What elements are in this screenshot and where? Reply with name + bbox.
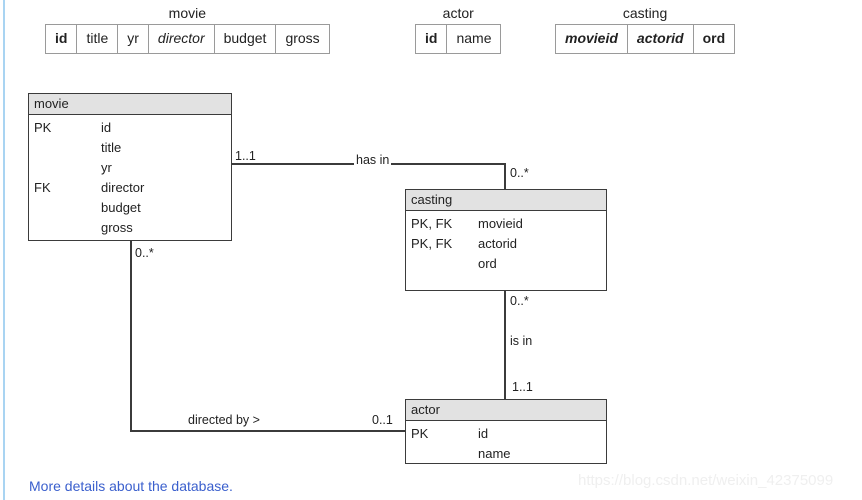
connector-is-in-vertical — [504, 291, 506, 400]
entity-attribute-row: name — [406, 444, 606, 464]
attribute-name: actorid — [478, 236, 518, 251]
connector-directed-by-vertical — [130, 240, 132, 431]
connector-directed-by-horizontal — [130, 430, 406, 432]
entity-attribute-row: PK id — [29, 118, 231, 138]
attribute-name: id — [101, 120, 112, 135]
entity-actor: actor PK id name — [405, 399, 607, 464]
entity-attribute-row: yr — [29, 158, 231, 178]
cardinality-actor-is-in: 1..1 — [510, 380, 535, 394]
attribute-name: director — [101, 180, 145, 195]
column-table-actor-caption: actor — [442, 5, 474, 21]
column-cell-casting-ord: ord — [702, 30, 726, 46]
attribute-key — [29, 198, 101, 218]
attribute-key: PK — [411, 426, 429, 441]
column-cell-movie-budget: budget — [215, 25, 277, 53]
column-table-movie: movie id title yr director budget gross — [45, 6, 330, 54]
entity-attribute-row: PK, FK actorid — [406, 234, 606, 254]
column-table-movie-caption: movie — [168, 5, 207, 21]
entity-movie-attributes: PK id title yr FK director budget gros — [29, 115, 231, 242]
entity-attribute-row: gross — [29, 218, 231, 238]
column-table-casting-row: movieid actorid ord — [555, 24, 736, 54]
column-cell-movie-director: director — [149, 25, 215, 53]
attribute-key — [29, 138, 101, 158]
column-table-actor-row: id name — [415, 24, 502, 54]
cardinality-actor-directed-by: 0..1 — [370, 413, 395, 427]
attribute-key: PK, FK — [411, 216, 453, 231]
watermark: https://blog.csdn.net/weixin_42375099 — [578, 472, 834, 489]
entity-attribute-row: FK director — [29, 178, 231, 198]
connector-has-in-vertical — [504, 163, 506, 190]
attribute-key — [406, 444, 478, 464]
column-table-casting: casting movieid actorid ord — [555, 5, 736, 54]
column-cell-movie-id: id — [46, 25, 78, 53]
column-table-casting-caption: casting — [622, 5, 668, 21]
column-cell-casting-actorid: actorid — [628, 25, 694, 53]
entity-casting: casting PK, FK movieid PK, FK actorid or… — [405, 189, 607, 291]
cardinality-movie-has-in: 1..1 — [233, 149, 258, 163]
attribute-name: yr — [101, 160, 112, 175]
column-cell-movie-gross: gross — [285, 30, 320, 46]
cardinality-casting-has-in: 0..* — [508, 166, 531, 180]
entity-casting-title: casting — [406, 190, 606, 211]
attribute-key: FK — [34, 180, 51, 195]
entity-casting-attributes: PK, FK movieid PK, FK actorid ord — [406, 211, 606, 278]
column-table-movie-row: id title yr director budget gross — [45, 24, 330, 54]
entity-attribute-row: PK, FK movieid — [406, 214, 606, 234]
column-table-actor: actor id name — [415, 5, 502, 54]
attribute-key: PK, FK — [411, 236, 453, 251]
attribute-name: gross — [101, 220, 133, 235]
entity-movie-title: movie — [29, 94, 231, 115]
entity-actor-attributes: PK id name — [406, 421, 606, 468]
relationship-label-is-in: is in — [508, 334, 535, 348]
entity-attribute-row: budget — [29, 198, 231, 218]
left-accent-rule — [3, 0, 5, 500]
cardinality-movie-directed-by: 0..* — [133, 246, 156, 260]
more-details-link[interactable]: More details about the database. — [29, 478, 233, 494]
entity-attribute-row: ord — [406, 254, 606, 274]
entity-movie: movie PK id title yr FK director budget — [28, 93, 232, 241]
relationship-label-directed-by: directed by > — [186, 413, 262, 427]
column-cell-actor-name: name — [456, 30, 492, 46]
attribute-key — [29, 218, 101, 238]
entity-attribute-row: PK id — [406, 424, 606, 444]
entity-actor-title: actor — [406, 400, 606, 421]
cardinality-casting-is-in: 0..* — [508, 294, 531, 308]
attribute-name: id — [478, 426, 489, 441]
relationship-label-has-in: has in — [354, 153, 392, 167]
attribute-name: name — [478, 446, 511, 461]
attribute-name: movieid — [478, 216, 523, 231]
column-cell-casting-movieid: movieid — [556, 25, 628, 53]
attribute-name: budget — [101, 200, 141, 215]
attribute-name: ord — [478, 256, 497, 271]
attribute-key — [29, 158, 101, 178]
column-cell-actor-id: id — [416, 25, 448, 53]
attribute-key: PK — [34, 120, 52, 135]
column-cell-movie-title: title — [77, 25, 119, 53]
attribute-key — [406, 254, 478, 274]
attribute-name: title — [101, 140, 122, 155]
entity-attribute-row: title — [29, 138, 231, 158]
column-cell-movie-yr: yr — [118, 25, 149, 53]
